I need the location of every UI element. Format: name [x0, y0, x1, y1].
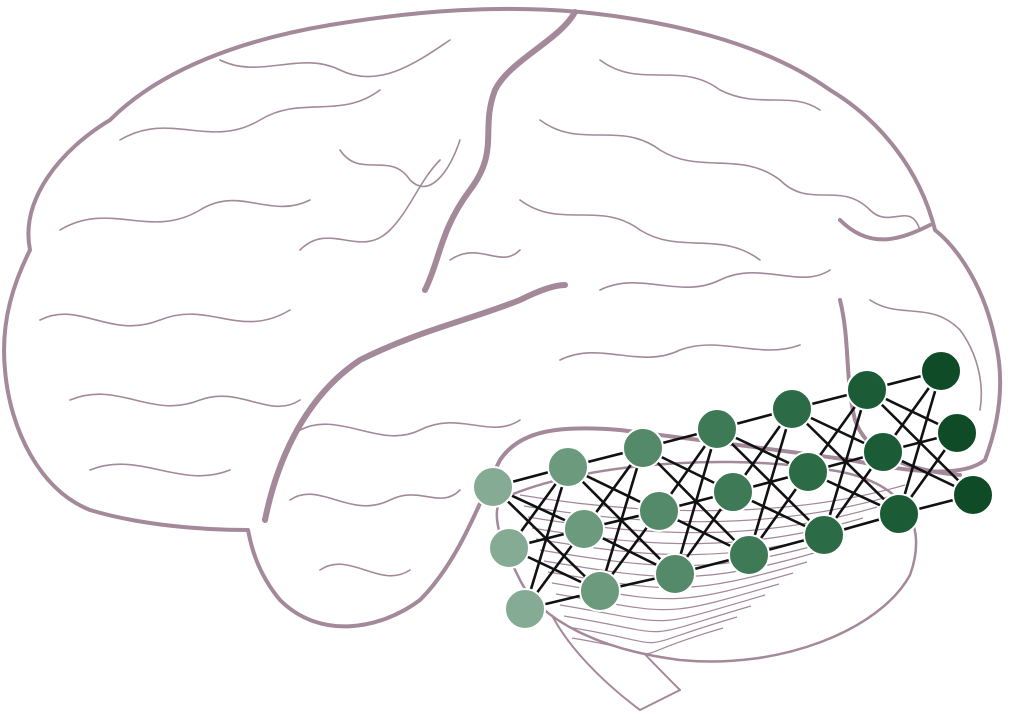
gyrus-line [39, 309, 291, 327]
network-node-layer-1-3 [504, 588, 546, 630]
network-nodes [472, 350, 994, 630]
neural-network [472, 350, 994, 630]
cerebellum-folium [563, 605, 752, 633]
gyrus-line [119, 89, 381, 141]
network-node-layer-4-2 [712, 471, 754, 513]
network-node-layer-5-1 [771, 388, 813, 430]
cerebral-gyri [39, 39, 983, 577]
network-node-layer-6-2 [862, 431, 904, 473]
gyrus-line [599, 59, 821, 111]
gyrus-line [449, 249, 521, 261]
cerebrum-outline [2, 6, 1003, 629]
network-node-layer-2-3 [579, 570, 621, 612]
network-node-layer-1-2 [488, 527, 530, 569]
network-edge [747, 408, 794, 556]
gyrus-line [289, 489, 461, 507]
lateral-sulcus [262, 282, 568, 523]
network-node-layer-7-3 [952, 474, 994, 516]
network-node-layer-6-3 [878, 493, 920, 535]
gyrus-line [299, 419, 521, 437]
gyrus-line [779, 179, 921, 231]
gyrus-line [219, 39, 451, 78]
network-edge [598, 447, 645, 592]
network-node-layer-3-2 [638, 490, 680, 532]
gyrus-line [299, 159, 441, 251]
cerebellum-folium [519, 484, 906, 512]
gyrus-line [869, 299, 983, 411]
gyrus-line [559, 344, 801, 361]
network-node-layer-7-1 [920, 350, 962, 392]
network-node-layer-5-3 [803, 514, 845, 556]
gyrus-line [319, 563, 411, 577]
cerebellum-folium [571, 627, 724, 655]
network-node-layer-6-1 [846, 369, 888, 411]
gyrus-line [539, 119, 781, 181]
network-edge [523, 466, 570, 610]
gyrus-line [599, 269, 831, 291]
gyrus-line [89, 463, 231, 477]
network-node-layer-2-2 [563, 508, 605, 550]
network-node-layer-3-1 [622, 427, 664, 469]
gyrus-line [59, 199, 311, 231]
network-node-layer-4-3 [728, 534, 770, 576]
network-node-layer-4-1 [696, 408, 738, 450]
parieto-occipital-sulcus [838, 218, 932, 242]
network-node-layer-7-2 [936, 412, 978, 454]
gyrus-line [339, 139, 461, 188]
central-sulcus [422, 9, 578, 293]
gyrus-line [519, 199, 761, 261]
cerebellum-folium [567, 616, 738, 644]
network-edge [897, 370, 943, 515]
network-edge [673, 428, 719, 575]
brain-illustration [2, 6, 1003, 711]
network-edge [822, 389, 869, 536]
network-node-layer-1-1 [472, 466, 514, 508]
network-node-layer-5-2 [787, 451, 829, 493]
gyrus-line [69, 393, 301, 408]
network-node-layer-2-1 [547, 446, 589, 488]
network-node-layer-3-3 [654, 553, 696, 595]
